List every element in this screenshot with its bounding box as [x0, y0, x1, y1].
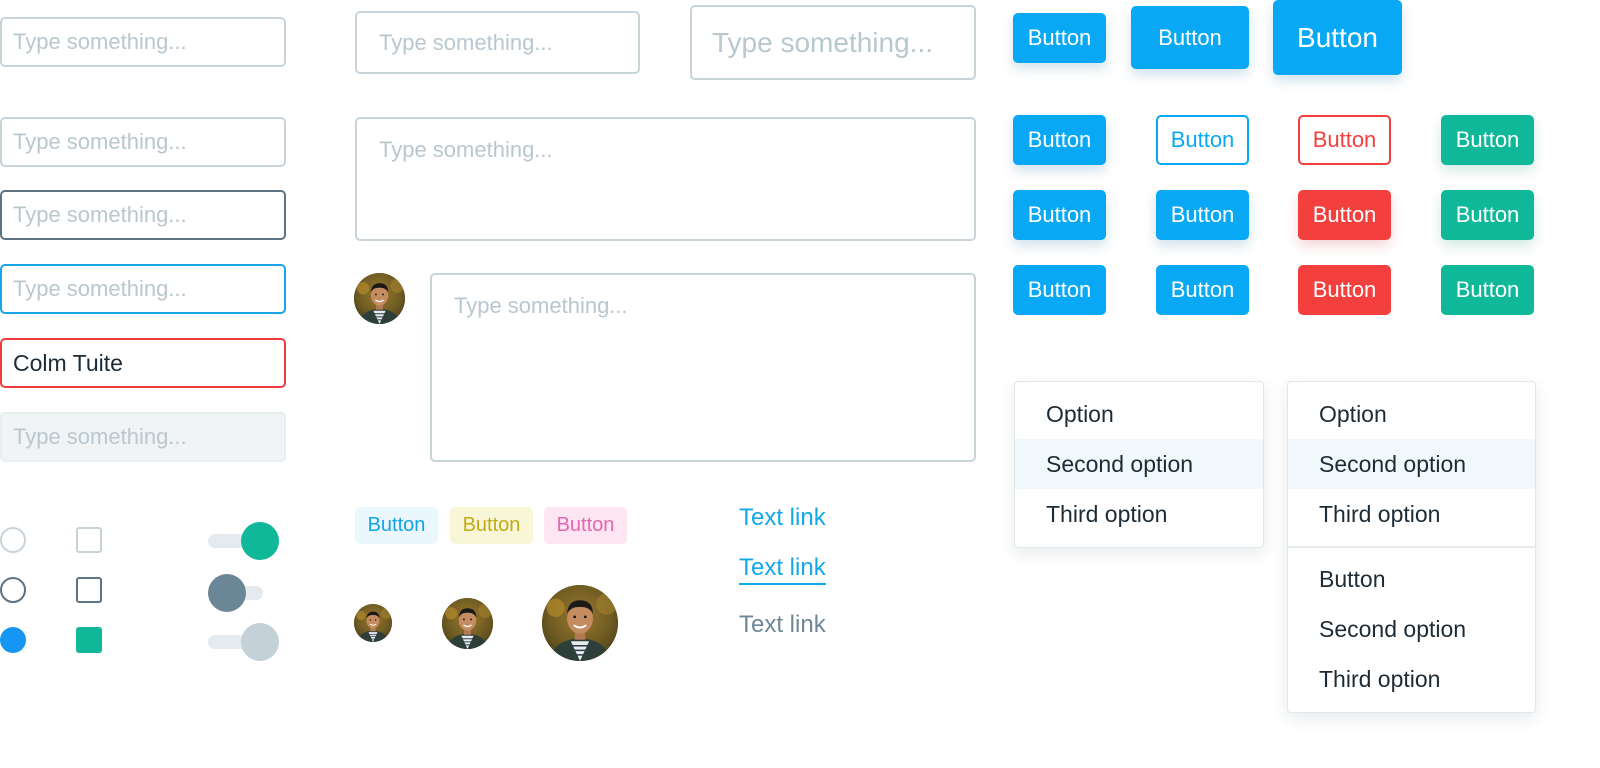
button-outline-primary-active[interactable]: Button	[1156, 265, 1249, 315]
button-primary-active[interactable]: Button	[1013, 265, 1106, 315]
button-large[interactable]: Button	[1273, 0, 1402, 75]
avatar	[354, 273, 405, 324]
dropdown-divider	[1288, 546, 1535, 548]
dropdown-item-highlighted[interactable]: Second option	[1015, 439, 1263, 489]
radio-unchecked[interactable]	[0, 527, 26, 553]
dropdown-item[interactable]: Option	[1319, 401, 1387, 427]
text-input-focused[interactable]	[0, 264, 286, 314]
dropdown-item[interactable]: Second option	[1319, 616, 1467, 642]
text-input-disabled	[0, 412, 286, 462]
comment-textarea[interactable]	[430, 273, 976, 462]
button-danger-active[interactable]: Button	[1298, 265, 1391, 315]
button-outline-primary-hover[interactable]: Button	[1156, 190, 1249, 240]
dropdown-item[interactable]: Option	[1046, 401, 1114, 427]
avatar-small	[354, 604, 392, 642]
button-success-hover[interactable]: Button	[1441, 190, 1534, 240]
toggle-knob	[241, 522, 279, 560]
text-input-hover[interactable]	[0, 190, 286, 240]
toggle-knob	[208, 574, 246, 612]
button-success[interactable]: Button	[1441, 115, 1534, 165]
text-input-default-2[interactable]	[0, 117, 286, 167]
text-link-muted[interactable]: Text link	[739, 611, 826, 638]
text-input-large[interactable]	[690, 5, 976, 80]
checkbox-unchecked[interactable]	[76, 527, 102, 553]
dropdown-item[interactable]: Third option	[1046, 501, 1168, 527]
text-link-underlined[interactable]: Text link	[739, 554, 826, 585]
button-medium[interactable]: Button	[1131, 6, 1249, 69]
avatar-large	[542, 585, 618, 661]
soft-yellow-button[interactable]: Button	[450, 507, 533, 544]
dropdown-item[interactable]: Button	[1319, 566, 1386, 592]
avatar-medium	[442, 598, 493, 649]
button-outline-primary[interactable]: Button	[1156, 115, 1249, 165]
soft-blue-button[interactable]: Button	[355, 507, 438, 544]
radio-unchecked-hover[interactable]	[0, 577, 26, 603]
button-small[interactable]: Button	[1013, 13, 1106, 63]
button-primary[interactable]: Button	[1013, 115, 1106, 165]
button-danger-hover[interactable]: Button	[1298, 190, 1391, 240]
text-input-default[interactable]	[0, 17, 286, 67]
dropdown-item[interactable]: Third option	[1319, 501, 1441, 527]
checkbox-checked[interactable]	[76, 627, 102, 653]
toggle-knob	[241, 623, 279, 661]
text-link[interactable]: Text link	[739, 504, 826, 531]
checkbox-unchecked-hover[interactable]	[76, 577, 102, 603]
button-primary-hover[interactable]: Button	[1013, 190, 1106, 240]
radio-checked[interactable]	[0, 627, 26, 653]
dropdown-item[interactable]: Third option	[1319, 666, 1441, 692]
soft-pink-button[interactable]: Button	[544, 507, 627, 544]
button-outline-danger[interactable]: Button	[1298, 115, 1391, 165]
text-input-medium[interactable]	[355, 11, 640, 74]
text-input-error[interactable]	[0, 338, 286, 388]
button-success-active[interactable]: Button	[1441, 265, 1534, 315]
textarea-wide[interactable]	[355, 117, 976, 241]
dropdown-menu-grouped: Option Second option Third option Button…	[1287, 381, 1536, 713]
dropdown-item-highlighted[interactable]: Second option	[1288, 439, 1535, 489]
dropdown-menu: Option Second option Third option	[1014, 381, 1264, 548]
